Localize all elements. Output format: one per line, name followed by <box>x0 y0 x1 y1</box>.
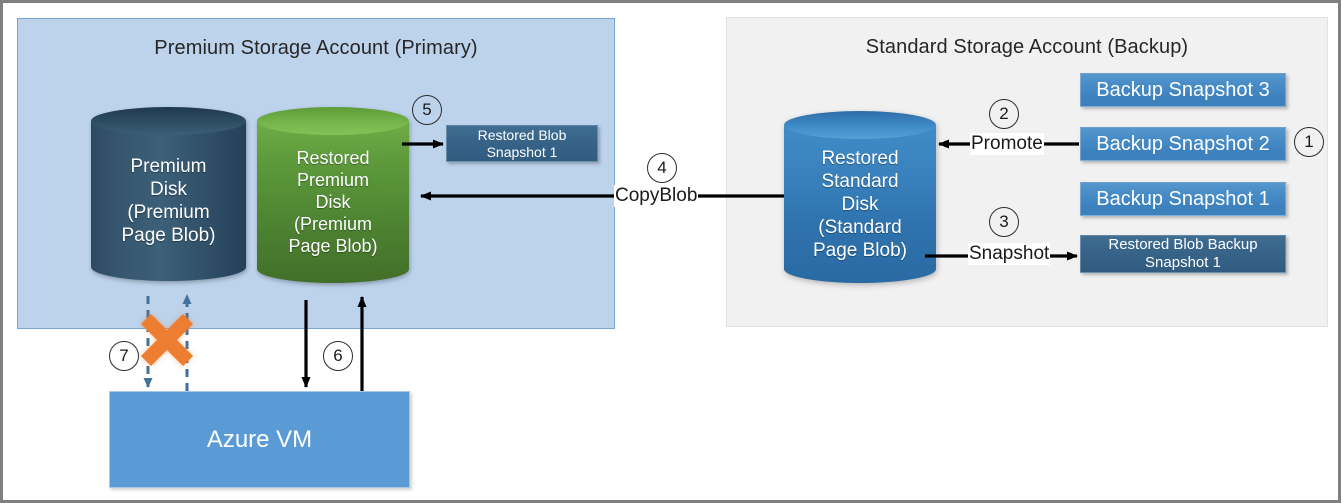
box-text: Restored Blob Backup Snapshot 1 <box>1108 236 1257 272</box>
edge-label-snapshot: Snapshot <box>968 243 1051 265</box>
cylinder-premium-disk[interactable]: Premium Disk (Premium Page Blob) <box>91 107 246 295</box>
cylinder-restored-premium-disk[interactable]: Restored Premium Disk (Premium Page Blob… <box>257 107 409 297</box>
cylinder-restored-standard-disk[interactable]: Restored Standard Disk (Standard Page Bl… <box>784 111 936 297</box>
panel-premium-title: Premium Storage Account (Primary) <box>154 37 478 59</box>
broken-link-x-icon <box>141 314 193 366</box>
step-marker-4: 4 <box>647 153 677 183</box>
cylinder-top <box>784 111 936 139</box>
cylinder-top <box>91 107 246 135</box>
cylinder-body <box>784 125 936 283</box>
step-marker-6: 6 <box>323 341 353 371</box>
box-text-line: Restored Blob <box>477 126 567 143</box>
edge-label-copyblob: CopyBlob <box>614 185 699 207</box>
cylinder-body <box>257 121 409 283</box>
box-text-line: Snapshot 1 <box>486 143 558 160</box>
box-backup-snapshot-3[interactable]: Backup Snapshot 3 <box>1080 73 1286 107</box>
box-backup-snapshot-1[interactable]: Backup Snapshot 1 <box>1080 182 1286 216</box>
box-text-line: Snapshot 1 <box>1145 254 1221 271</box>
cylinder-body <box>91 121 246 281</box>
edge-label-promote: Promote <box>970 133 1044 155</box>
box-backup-snapshot-2[interactable]: Backup Snapshot 2 <box>1080 127 1286 161</box>
step-marker-7: 7 <box>109 341 139 371</box>
box-text: Restored Blob Snapshot 1 <box>478 127 567 161</box>
panel-standard-title: Standard Storage Account (Backup) <box>865 36 1189 58</box>
step-marker-3: 3 <box>989 207 1019 237</box>
box-text-line: Restored Blob Backup <box>1108 236 1258 253</box>
cylinder-top <box>257 107 409 135</box>
box-restored-blob-snapshot-1[interactable]: Restored Blob Snapshot 1 <box>446 125 598 162</box>
step-marker-5: 5 <box>412 95 442 125</box>
step-marker-2: 2 <box>989 99 1019 129</box>
box-restored-blob-backup-snapshot-1[interactable]: Restored Blob Backup Snapshot 1 <box>1080 235 1286 273</box>
box-azure-vm[interactable]: Azure VM <box>109 391 410 488</box>
step-marker-1: 1 <box>1294 127 1324 157</box>
